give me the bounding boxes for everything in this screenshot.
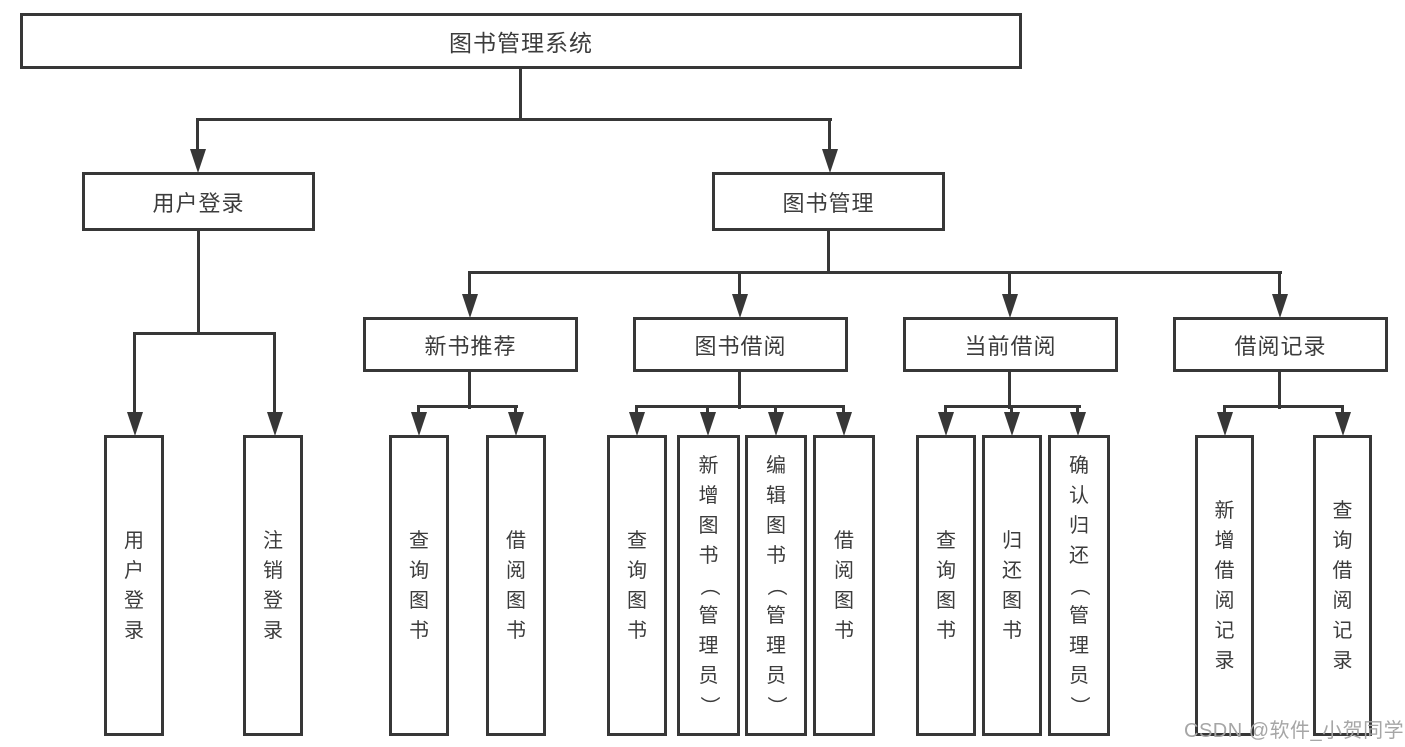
leaf-label: 新增借阅记录 (1214, 499, 1235, 672)
leaf-query-book-2: 查询图书 (607, 435, 667, 736)
connector-stem (1278, 271, 1281, 299)
leaf-label: 借阅图书 (506, 529, 526, 642)
leaf-label: 查询借阅记录 (1332, 499, 1353, 672)
connector-group-vertical (1278, 372, 1281, 409)
leaf-add-borrow-record: 新增借阅记录 (1195, 435, 1254, 736)
arrowhead-down-icon (411, 412, 427, 436)
node-borrow-record: 借阅记录 (1173, 317, 1388, 372)
leaf-query-borrow-record: 查询借阅记录 (1313, 435, 1372, 736)
arrowhead-down-icon (732, 294, 748, 318)
leaf-label: 新增图书（管理员） (697, 454, 720, 716)
connector-group-vertical (1008, 372, 1011, 409)
leaf-borrow-book-2: 借阅图书 (813, 435, 875, 736)
connector-user-vertical (197, 231, 200, 335)
connector-book-vertical (827, 231, 830, 274)
connector-stem (196, 118, 199, 152)
leaf-query-book-3: 查询图书 (916, 435, 976, 736)
connector-user-horizontal (133, 332, 276, 335)
node-label: 用户登录 (152, 190, 245, 216)
leaf-label: 借阅图书 (834, 529, 854, 642)
leaf-confirm-return-admin: 确认归还（管理员） (1048, 435, 1110, 736)
node-label: 当前借阅 (964, 333, 1057, 359)
node-library-system: 图书管理系统 (20, 13, 1022, 69)
leaf-label: 归还图书 (1002, 529, 1022, 642)
arrowhead-down-icon (1217, 412, 1233, 436)
arrowhead-down-icon (836, 412, 852, 436)
connector-group-horizontal (417, 405, 518, 408)
connector-group-horizontal (1223, 405, 1344, 408)
leaf-logout: 注销登录 (243, 435, 303, 736)
arrowhead-down-icon (190, 149, 206, 173)
leaf-label: 注销登录 (263, 529, 283, 642)
node-user-login: 用户登录 (82, 172, 315, 231)
arrowhead-down-icon (1004, 412, 1020, 436)
leaf-user-login: 用户登录 (104, 435, 164, 736)
leaf-borrow-book-1: 借阅图书 (486, 435, 546, 736)
arrowhead-down-icon (938, 412, 954, 436)
connector-stem (828, 118, 831, 152)
connector-root-vertical (519, 69, 522, 121)
leaf-add-book-admin: 新增图书（管理员） (677, 435, 740, 736)
connector-stem (273, 332, 276, 416)
arrowhead-down-icon (629, 412, 645, 436)
arrowhead-down-icon (462, 294, 478, 318)
arrowhead-down-icon (1002, 294, 1018, 318)
arrowhead-down-icon (267, 412, 283, 436)
node-label: 图书借阅 (694, 333, 787, 359)
node-label: 借阅记录 (1234, 333, 1327, 359)
arrowhead-down-icon (127, 412, 143, 436)
leaf-label: 用户登录 (124, 529, 144, 642)
arrowhead-down-icon (768, 412, 784, 436)
node-new-book-recommend: 新书推荐 (363, 317, 578, 372)
leaf-label: 确认归还（管理员） (1068, 454, 1090, 716)
arrowhead-down-icon (508, 412, 524, 436)
node-label: 图书管理系统 (449, 30, 593, 56)
leaf-edit-book-admin: 编辑图书（管理员） (745, 435, 807, 736)
connector-stem (468, 271, 471, 299)
arrowhead-down-icon (1272, 294, 1288, 318)
leaf-query-book-1: 查询图书 (389, 435, 449, 736)
arrowhead-down-icon (700, 412, 716, 436)
connector-book-horizontal (468, 271, 1282, 274)
connector-group-horizontal (635, 405, 845, 408)
node-current-borrow: 当前借阅 (903, 317, 1118, 372)
leaf-label: 查询图书 (409, 529, 429, 642)
connector-stem (1008, 271, 1011, 299)
arrowhead-down-icon (1335, 412, 1351, 436)
connector-stem (133, 332, 136, 416)
csdn-watermark: CSDN @软件_小贺同学 (1184, 720, 1405, 742)
arrowhead-down-icon (1070, 412, 1086, 436)
leaf-return-book: 归还图书 (982, 435, 1042, 736)
node-book-management: 图书管理 (712, 172, 945, 231)
connector-root-horizontal (196, 118, 832, 121)
leaf-label: 查询图书 (627, 529, 647, 642)
arrowhead-down-icon (822, 149, 838, 173)
connector-group-vertical (468, 372, 471, 409)
leaf-label: 编辑图书（管理员） (765, 454, 787, 716)
node-label: 图书管理 (782, 190, 875, 216)
connector-stem (738, 271, 741, 299)
connector-group-vertical (738, 372, 741, 409)
leaf-label: 查询图书 (936, 529, 956, 642)
node-label: 新书推荐 (424, 333, 517, 359)
node-book-borrow: 图书借阅 (633, 317, 848, 372)
